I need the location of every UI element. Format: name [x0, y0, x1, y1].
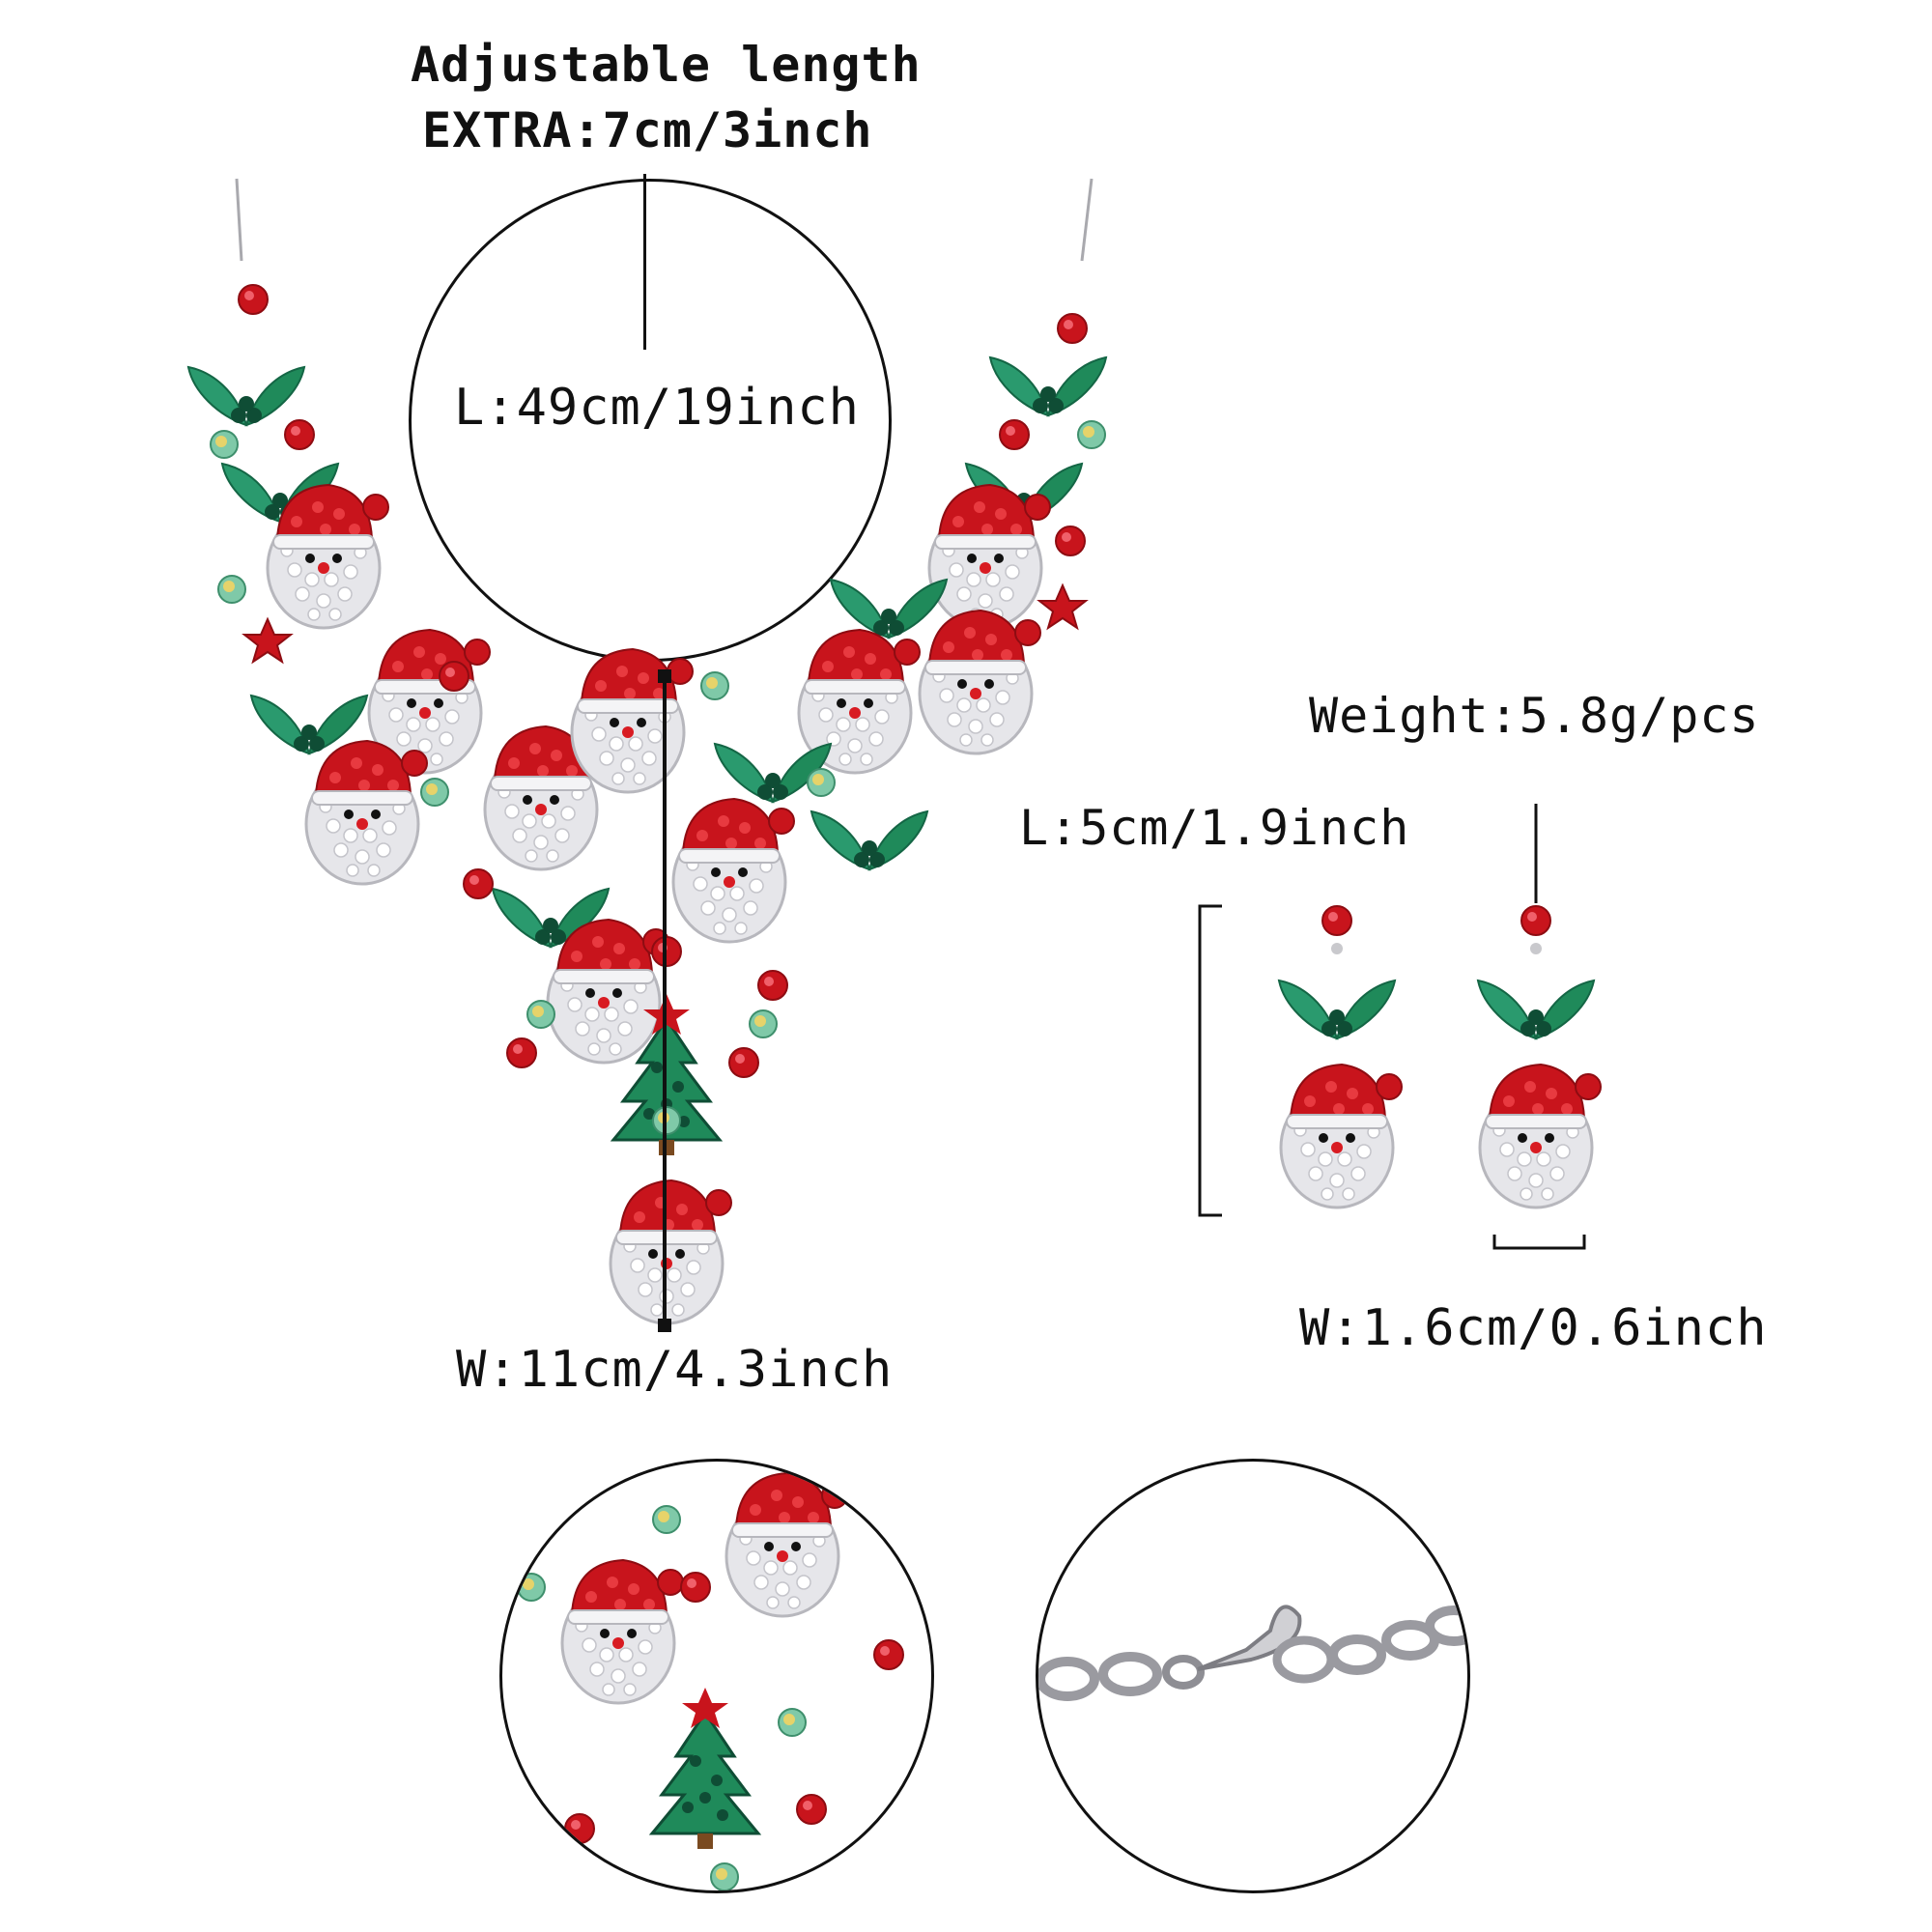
necklace [187, 284, 1107, 1325]
adjustable-length-label: Adjustable length [411, 37, 922, 93]
earring-weight-label: Weight:5.8g/pcs [1309, 688, 1760, 744]
length-circle-pointer [643, 174, 646, 350]
extra-length-label: EXTRA:7cm/3inch [422, 102, 873, 158]
earring-width-label: W:1.6cm/0.6inch [1299, 1299, 1768, 1357]
necklace-length-label: L:49cm/19inch [454, 379, 860, 437]
earring-length-label: L:5cm/1.9inch [1019, 800, 1410, 856]
pendant-detail-circle [499, 1459, 934, 1893]
earring-left [1278, 905, 1404, 1209]
lobster-clasp-icon [1162, 1605, 1336, 1690]
earring-right [1477, 905, 1603, 1209]
necklace-width-label: W:11cm/4.3inch [456, 1341, 894, 1399]
clasp-detail-circle [1036, 1459, 1470, 1893]
